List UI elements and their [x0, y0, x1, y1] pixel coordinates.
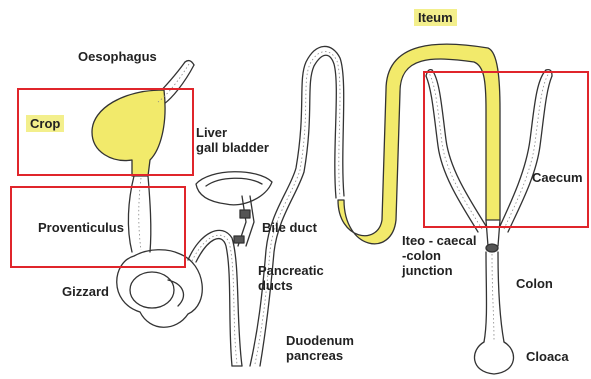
label-proventiculus: Proventiculus: [38, 220, 124, 235]
label-crop: Crop: [26, 115, 64, 132]
label-colon: Colon: [516, 276, 553, 291]
colon-outline: [484, 252, 504, 342]
label-pancreatic-ducts: Pancreatic ducts: [258, 263, 324, 293]
label-caecum: Caecum: [532, 170, 583, 185]
label-liver-gall-bladder: Liver gall bladder: [196, 125, 269, 155]
label-ileum: Iteum: [414, 9, 457, 26]
label-gizzard: Gizzard: [62, 284, 109, 299]
jejunum-outline: [250, 46, 344, 366]
crop-highlight-box: [17, 88, 194, 176]
label-duodenum-pancreas: Duodenum pancreas: [286, 333, 354, 363]
cloaca-outline: [475, 342, 514, 374]
label-cloaca: Cloaca: [526, 349, 569, 364]
caecum-highlight-box: [423, 71, 589, 228]
label-oesophagus: Oesophagus: [78, 49, 157, 64]
label-ileo-caecal-colon-junction: Iteo - caecal -colon junction: [402, 233, 476, 278]
label-bile-duct: Bile duct: [262, 220, 317, 235]
liver-outline: [196, 172, 272, 205]
